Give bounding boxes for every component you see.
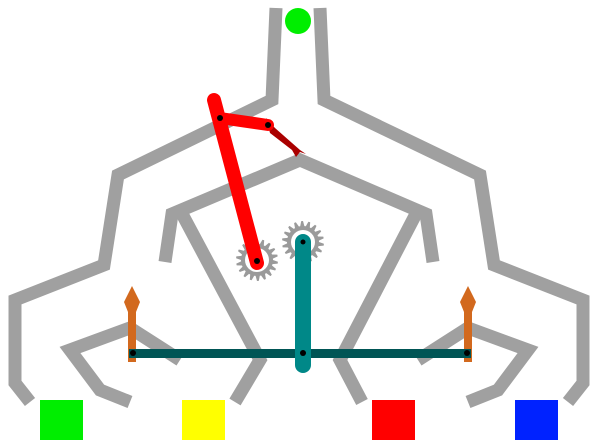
bin-green [40,400,83,440]
flame-icon[interactable] [460,286,476,362]
red-flap[interactable] [266,118,306,157]
chute-left-wall [8,7,283,407]
flame-icon[interactable] [124,286,140,362]
chute-right-wall [313,7,590,407]
left-outer-ramp [59,320,184,409]
goal-bins [40,400,558,440]
right-outer-ramp [414,320,539,409]
inner-roof [158,152,440,263]
ball-icon[interactable] [285,8,311,34]
bin-red [372,400,415,440]
red-lever[interactable] [207,93,274,270]
bin-blue [515,400,558,440]
bin-yellow [182,400,225,440]
maze-walls [8,7,590,409]
teal-lever[interactable] [295,234,311,373]
left-inner-diagonal [174,206,268,406]
right-inner-diagonal [332,207,424,406]
